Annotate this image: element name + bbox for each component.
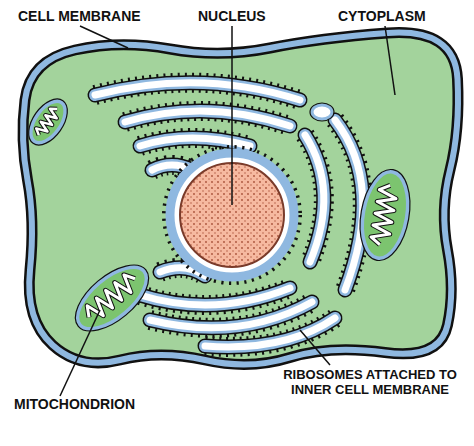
crista [370,184,398,246]
er-membrane [95,83,363,347]
er-lumen-channel [125,111,290,126]
er-lumen-channel [205,318,335,347]
endoplasmic-reticulum [95,83,363,347]
er-edge [95,83,300,100]
vesicle [312,105,332,119]
er-lumen-channel [305,135,324,262]
er-edge [335,120,363,290]
er-lumen-channel [150,302,312,328]
er-ribosomes [125,111,290,126]
er-membrane-band [305,135,324,262]
er-ribosomes [95,83,300,100]
mitochondrion [64,253,160,343]
er-edge [140,288,290,305]
leader-line [385,26,395,95]
er-ribosomes [305,135,324,262]
er-lumen-channel [140,138,250,146]
crista [83,271,141,323]
er-ribosomes [140,138,250,146]
mitochondrion-outline [64,253,160,343]
crista [34,105,61,138]
er-membrane-band [140,138,250,146]
ribosome-dots [95,83,363,347]
part-label: MITOCHONDRION [14,396,184,412]
er-edge [305,135,324,262]
er-ribosomes [140,288,290,305]
mitochondrion-outline [21,92,75,152]
leader-line [300,330,330,365]
crista-edge [83,271,141,323]
crista-edge [34,105,61,138]
leader-line [60,310,100,396]
er-membrane-band [125,111,290,126]
er-lumen-channel [140,288,290,305]
er-lumen-channel [95,83,300,100]
er-membrane-band [95,83,300,100]
part-label: RIBOSOMES ATTACHED TO INNER CELL MEMBRAN… [268,368,472,398]
part-label: CELL MEMBRANE [18,8,178,24]
er-ribosomes [335,120,363,290]
er-lumen-channel [335,120,363,290]
leader-line [231,26,233,205]
er-lumen [95,83,363,347]
vesicle-outline [310,103,334,121]
mitochondrion [353,166,416,265]
leader-lines [60,26,395,396]
part-label: NUCLEUS [198,8,298,24]
mitochondrion [21,92,75,152]
er-membrane-band [335,120,363,290]
mitochondrion-outline [353,166,416,265]
part-label: CYTOPLASM [338,8,468,24]
er-membrane-band [140,288,290,305]
er-edge [125,111,290,126]
crista-edge [370,184,398,246]
leader-line [80,26,128,48]
er-lining [95,83,363,347]
er-edge [140,138,250,146]
